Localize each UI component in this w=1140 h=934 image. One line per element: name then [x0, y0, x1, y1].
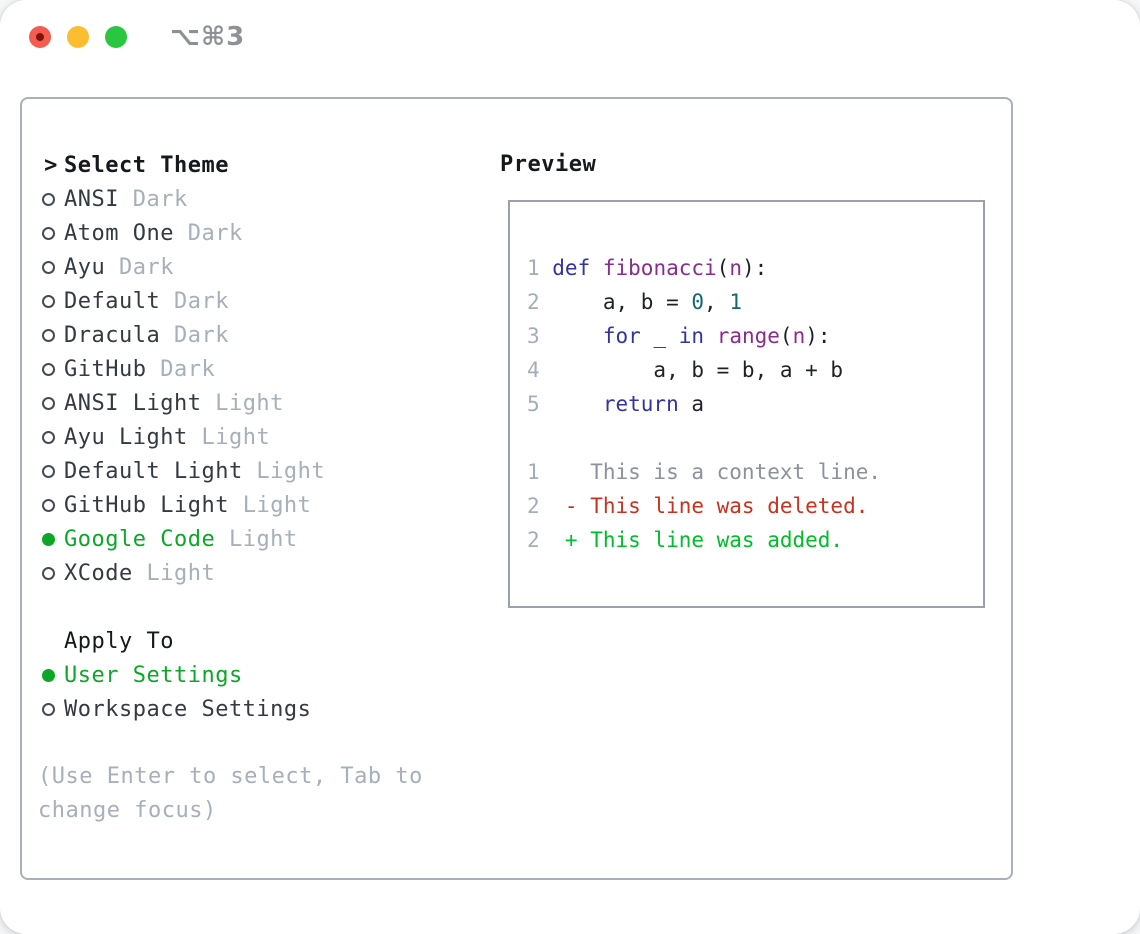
theme-name: Default Light: [64, 458, 243, 484]
window-title: ⌥⌘3: [170, 22, 246, 52]
theme-variant: Light: [201, 390, 284, 416]
line-number: 2: [527, 290, 540, 314]
apply-option-user-settings[interactable]: User Settings: [38, 658, 311, 692]
theme-name: XCode: [64, 560, 133, 586]
theme-option-default-light[interactable]: Default Light Light: [38, 454, 325, 488]
help-text: (Use Enter to select, Tab to change focu…: [38, 760, 423, 828]
theme-variant: Dark: [105, 254, 174, 280]
theme-name: GitHub: [64, 356, 147, 382]
theme-option-ayu[interactable]: Ayu Dark: [38, 250, 325, 284]
theme-option-google-code[interactable]: Google Code Light: [38, 522, 325, 556]
radio-selected-icon: [38, 658, 64, 692]
radio-icon: [38, 386, 64, 420]
theme-name: Ayu Light: [64, 424, 188, 450]
diff-context-line: 1 This is a context line.: [527, 455, 983, 489]
radio-icon: [38, 216, 64, 250]
blank-line: [527, 421, 983, 455]
radio-icon: [38, 182, 64, 216]
radio-icon: [38, 250, 64, 284]
theme-variant: Dark: [160, 322, 229, 348]
radio-icon: [38, 420, 64, 454]
preview-code-line: 3 for _ in range(n):: [527, 319, 983, 353]
preview-code-line: 4 a, b = b, a + b: [527, 353, 983, 387]
apply-option-label: User Settings: [64, 662, 243, 688]
theme-name: Dracula: [64, 322, 161, 348]
theme-option-github[interactable]: GitHub Dark: [38, 352, 325, 386]
theme-variant: Dark: [118, 186, 188, 212]
theme-option-default[interactable]: Default Dark: [38, 284, 325, 318]
radio-icon: [38, 692, 64, 726]
titlebar: ⌥⌘3: [0, 0, 1140, 74]
preview-code-line: 5 return a: [527, 387, 983, 421]
line-number: 5: [527, 392, 540, 416]
theme-name: Default: [64, 288, 161, 314]
theme-name: ANSI: [64, 186, 119, 212]
theme-option-xcode[interactable]: XCode Light: [38, 556, 325, 590]
radio-icon: [38, 488, 64, 522]
theme-option-github-light[interactable]: GitHub Light Light: [38, 488, 325, 522]
theme-variant: Light: [187, 424, 271, 450]
unsaved-dot-icon: [36, 33, 44, 41]
theme-option-ansi-light[interactable]: ANSI Light Light: [38, 386, 325, 420]
theme-option-ayu-light[interactable]: Ayu Light Light: [38, 420, 325, 454]
line-number: 1: [527, 256, 540, 280]
line-number: 2: [527, 494, 540, 518]
theme-option-dracula[interactable]: Dracula Dark: [38, 318, 325, 352]
line-number: 3: [527, 324, 540, 348]
zoom-button[interactable]: [105, 26, 127, 48]
line-number: 2: [527, 528, 540, 552]
theme-name: Google Code: [64, 526, 216, 552]
theme-variant: Dark: [146, 356, 216, 382]
help-line-2: change focus): [38, 798, 217, 823]
theme-name: GitHub Light: [64, 492, 229, 518]
diff-added-line: 2 + This line was added.: [527, 523, 983, 557]
select-theme-title: Select Theme: [64, 152, 229, 178]
radio-icon: [38, 556, 64, 590]
line-number: 1: [527, 460, 540, 484]
radio-icon: [38, 352, 64, 386]
radio-icon: [38, 318, 64, 352]
apply-option-label: Workspace Settings: [64, 696, 312, 722]
apply-to-title: Apply To: [64, 628, 174, 654]
theme-name: Ayu: [64, 254, 106, 280]
preview-code-line: 2 a, b = 0, 1: [527, 285, 983, 319]
theme-variant: Dark: [160, 288, 229, 314]
apply-option-workspace-settings[interactable]: Workspace Settings: [38, 692, 311, 726]
apply-to-header: Apply To: [38, 624, 311, 658]
theme-variant: Light: [228, 492, 312, 518]
theme-name: Atom One: [64, 220, 174, 246]
theme-variant: Dark: [173, 220, 243, 246]
theme-variant: Light: [242, 458, 326, 484]
theme-variant: Light: [132, 560, 216, 586]
theme-name: ANSI Light: [64, 390, 202, 416]
cursor-marker-icon: >: [44, 152, 58, 178]
radio-selected-icon: [38, 522, 64, 556]
theme-option-atom-one[interactable]: Atom One Dark: [38, 216, 325, 250]
line-number: 4: [527, 358, 540, 382]
diff-deleted-line: 2 - This line was deleted.: [527, 489, 983, 523]
theme-variant: Light: [215, 526, 298, 552]
select-theme-header: > Select Theme: [38, 148, 325, 182]
radio-icon: [38, 284, 64, 318]
minimize-button[interactable]: [67, 26, 89, 48]
theme-option-ansi[interactable]: ANSI Dark: [38, 182, 325, 216]
preview-title: Preview: [500, 152, 597, 177]
radio-icon: [38, 454, 64, 488]
help-line-1: (Use Enter to select, Tab to: [38, 764, 423, 789]
close-button[interactable]: [29, 26, 51, 48]
